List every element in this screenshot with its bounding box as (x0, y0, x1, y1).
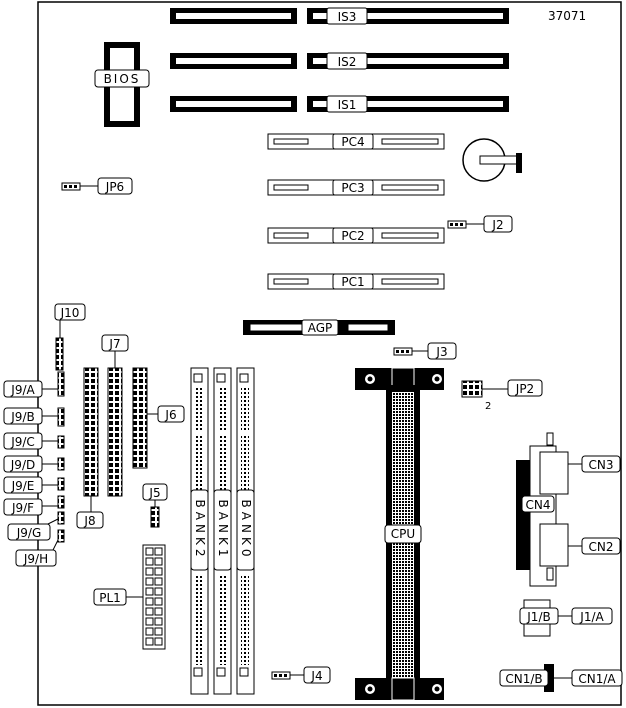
power-connector-pl1: PL1 (93, 544, 166, 650)
header-j6: J6 (132, 367, 185, 469)
header-j5: J5 (142, 483, 168, 528)
jumper-j4: J4 (271, 666, 331, 684)
agp-slot: AGP (243, 319, 395, 336)
bank-label: BANK1 (216, 500, 230, 561)
jumper-j3: J3 (393, 342, 457, 360)
header-j9b: J9/B (3, 407, 65, 427)
pl1-label: PL1 (99, 591, 121, 605)
jp2-label: JP2 (515, 382, 534, 396)
j9-label: J9/G (16, 526, 42, 540)
isa-slot-is3: IS3 (170, 7, 509, 25)
bios-label: BIOS (104, 72, 141, 86)
pci-slot-pc2: PC2 (267, 227, 445, 244)
j6-label: J6 (164, 408, 176, 422)
j2-label: J2 (491, 218, 503, 232)
isa-slot-label: IS1 (338, 98, 357, 112)
board-id: 37071 (548, 9, 586, 23)
jumper-jp6: JP6 (61, 177, 133, 195)
j9-label: J9/A (10, 383, 35, 397)
j7-label: J7 (108, 337, 120, 351)
dimm-bank0: BANK0 (236, 367, 255, 695)
bios-chip: BIOS (94, 42, 150, 127)
io-connector-block: CN4 CN3 CN2 (516, 432, 621, 587)
header-j9d: J9/D (3, 455, 65, 473)
jumper-j2: J2 (447, 215, 513, 233)
pci-slot-pc3: PC3 (267, 179, 445, 196)
agp-label: AGP (308, 321, 333, 335)
j10-label: J10 (60, 306, 80, 320)
j9-label: J9/H (23, 552, 48, 566)
j9-label: J9/C (10, 435, 35, 449)
header-j10: J10 (54, 303, 86, 371)
cn1b-label: CN1/B (505, 672, 542, 686)
usb-connector-j1: J1/B J1/A (519, 599, 613, 637)
header-j9g: J9/G (7, 511, 65, 541)
pci-slot-label: PC4 (341, 135, 364, 149)
header-j8: J8 (76, 367, 104, 529)
cn2-label: CN2 (589, 540, 614, 554)
j5-label: J5 (148, 486, 160, 500)
j8-label: J8 (83, 514, 95, 528)
isa-slot-label: IS3 (338, 10, 357, 24)
j9-label: J9/B (10, 410, 34, 424)
battery-icon (462, 138, 522, 182)
cpu-slot: CPU (355, 367, 444, 701)
connector-cn1: CN1/B CN1/A (499, 664, 623, 692)
dimm-bank2: BANK2 (190, 367, 209, 695)
pci-slot-label: PC1 (341, 275, 364, 289)
header-j9c: J9/C (3, 432, 65, 450)
dimm-bank1: BANK1 (213, 367, 232, 695)
cn4-label: CN4 (526, 498, 551, 512)
pci-slot-pc1: PC1 (267, 273, 445, 290)
header-j9a: J9/A (3, 371, 65, 398)
bank-label: BANK0 (239, 500, 253, 561)
pci-slot-label: PC3 (341, 181, 364, 195)
jp6-label: JP6 (105, 180, 124, 194)
jp2-pin-number: 2 (485, 401, 491, 412)
jumper-jp2: JP2 2 (461, 379, 543, 412)
j3-label: J3 (435, 345, 447, 359)
isa-slot-label: IS2 (338, 55, 357, 69)
cn1a-label: CN1/A (578, 672, 616, 686)
j1a-label: J1/A (579, 610, 604, 624)
isa-slot-is1: IS1 (170, 95, 509, 113)
header-j9e: J9/E (3, 476, 65, 494)
j9-label: J9/E (11, 479, 35, 493)
isa-slot-is2: IS2 (170, 52, 509, 70)
j9-label: J9/D (10, 458, 35, 472)
cpu-label: CPU (391, 527, 415, 541)
pci-slot-label: PC2 (341, 229, 364, 243)
cn3-label: CN3 (589, 458, 614, 472)
header-j9h: J9/H (15, 529, 65, 567)
j9-label: J9/F (11, 501, 34, 515)
header-j9f: J9/F (3, 495, 65, 516)
j1b-label: J1/B (526, 610, 550, 624)
header-j7: J7 (101, 334, 129, 497)
pci-slot-pc4: PC4 (267, 133, 445, 150)
j4-label: J4 (310, 669, 322, 683)
bank-label: BANK2 (193, 500, 207, 561)
